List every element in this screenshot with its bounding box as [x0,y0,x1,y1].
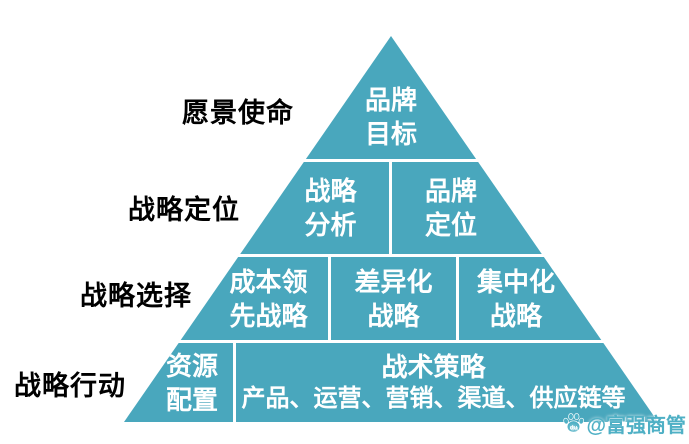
cell-resource-allocation: 资源 配置 [124,343,233,422]
watermark: du @富强商管 [562,409,686,438]
side-label-vision-mission: 愿景使命 [182,98,294,128]
cell-focus-strategy-line2: 战略 [489,300,542,331]
side-label-strategic-choice: 战略选择 [80,281,192,311]
svg-text:du: du [570,424,578,431]
cell-resource-allocation-line2: 配置 [165,384,218,415]
cell-strategy-analysis-line1: 战略 [304,176,357,206]
baidu-paw-icon: du [563,413,585,433]
cell-focus-strategy: 集中化 战略 [459,257,658,340]
side-label-strategic-action: 战略行动 [14,371,126,401]
cell-tactics: 战术策略 产品、运营、营销、渠道、供应链等 [236,343,658,422]
tactics-title: 战术策略 [381,351,486,382]
cell-brand-positioning: 品牌 定位 [392,162,658,254]
cell-cost-leadership-line2: 先战略 [229,300,308,331]
watermark-text: @富强商管 [586,415,686,437]
cell-brand-goal-line2: 目标 [364,119,417,149]
tactics-detail: 产品、运营、营销、渠道、供应链等 [241,384,626,412]
cell-brand-positioning-line1: 品牌 [424,176,477,206]
cell-differentiation-line1: 差异化 [354,266,433,297]
cell-brand-goal-line1: 品牌 [364,85,417,115]
cell-differentiation-line2: 战略 [367,300,420,331]
cell-differentiation: 差异化 战略 [331,257,456,340]
cell-cost-leadership-line1: 成本领 [229,266,308,297]
cell-brand-positioning-line2: 定位 [424,210,477,240]
pyramid-level-3: 成本领 先战略 差异化 战略 集中化 战略 [124,257,658,340]
cell-strategy-analysis-line2: 分析 [304,210,357,240]
side-label-strategic-positioning: 战略定位 [128,195,240,225]
cell-resource-allocation-line1: 资源 [165,350,218,381]
cell-focus-strategy-line1: 集中化 [476,266,555,297]
pyramid-level-4: 资源 配置 战术策略 产品、运营、营销、渠道、供应链等 [124,343,658,422]
